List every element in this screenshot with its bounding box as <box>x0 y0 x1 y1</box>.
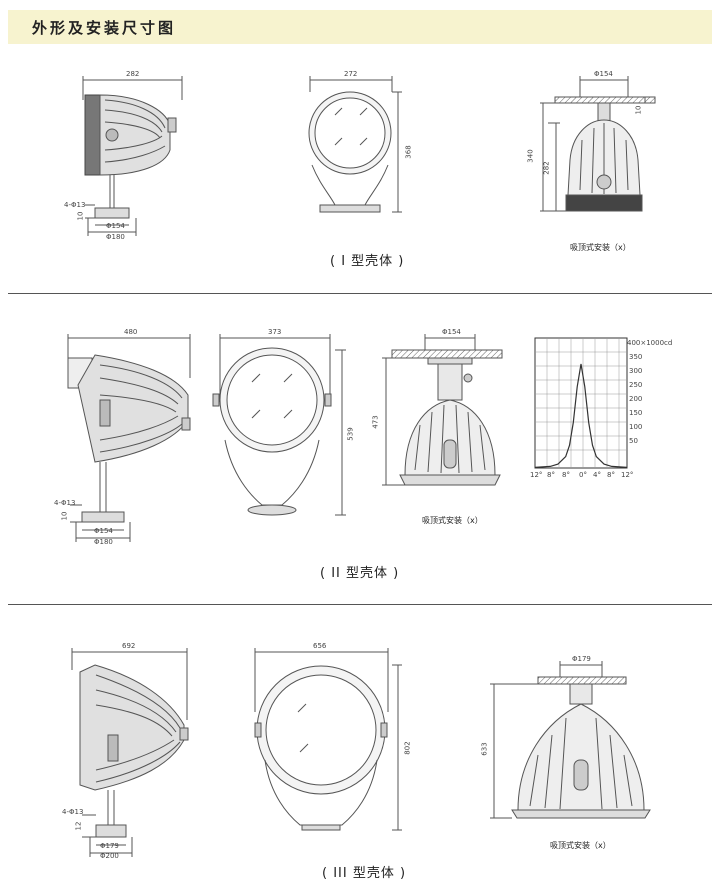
type1-side-base: Φ180 <box>106 233 125 241</box>
chart-unit-label: 400×1000cd <box>627 339 673 347</box>
type3-ceiling-view <box>490 661 651 819</box>
type3-front-view <box>254 648 402 831</box>
type1-ceiling-total: 340 <box>526 149 535 163</box>
chart-y-tick: 200 <box>629 395 643 403</box>
section-divider-1 <box>8 293 712 294</box>
type1-front-width: 272 <box>344 70 358 78</box>
chart-x-tick: 4° <box>593 471 601 479</box>
type1-caption: ( I 型壳体 ) <box>330 254 405 269</box>
type2-caption: ( II 型壳体 ) <box>320 566 400 581</box>
type1-side-plate: 10 <box>76 211 85 221</box>
type2-side-plate: 10 <box>60 511 69 521</box>
type3-ceiling-label: 吸顶式安装（x） <box>550 841 611 850</box>
type2-ceiling-label: 吸顶式安装（x） <box>422 516 483 525</box>
type3-ceiling-flange: Φ179 <box>572 655 591 663</box>
type3-side-bolt-span: Φ179 <box>100 842 119 850</box>
type3-front-width: 656 <box>313 642 327 650</box>
type1-side-bolt: 4-Φ13 <box>64 201 86 209</box>
type1-side-bolt-span: Φ154 <box>106 222 125 230</box>
type2-side-base: Φ180 <box>94 538 113 546</box>
chart-y-tick: 50 <box>629 437 638 445</box>
type1-front-view <box>308 76 402 213</box>
type2-front-height: 539 <box>346 427 355 441</box>
type2-ceiling-total: 473 <box>371 415 380 429</box>
chart-x-tick: 8° <box>547 471 555 479</box>
chart-x-tick: 12° <box>621 471 634 479</box>
type3-caption: ( III 型壳体 ) <box>322 866 407 881</box>
chart-x-tick: 8° <box>607 471 615 479</box>
type2-side-view <box>67 334 191 542</box>
chart-x-tick: 12° <box>530 471 543 479</box>
type3-front-height: 802 <box>403 741 412 755</box>
type2-photometric-grid <box>534 337 628 469</box>
type3-side-base: Φ200 <box>100 852 119 860</box>
type2-front-width: 373 <box>268 328 282 336</box>
header-bar: 外形及安装尺寸图 <box>8 10 712 44</box>
type2-ceiling-view <box>382 334 503 486</box>
chart-x-tick: 0° <box>579 471 587 479</box>
type3-side-bolt: 4-Φ13 <box>62 808 84 816</box>
type1-front-height: 368 <box>404 145 413 159</box>
type2-side-bolt: 4-Φ13 <box>54 499 76 507</box>
type3-side-width: 692 <box>122 642 136 650</box>
chart-x-tick: 8° <box>562 471 570 479</box>
type2-front-view <box>212 334 346 516</box>
type3-side-view <box>71 648 189 857</box>
type1-side-width: 282 <box>126 70 140 78</box>
type2-side-bolt-span: Φ154 <box>94 527 113 535</box>
chart-y-tick: 100 <box>629 423 643 431</box>
type2-side-width: 480 <box>124 328 138 336</box>
type1-ceiling-plate: 10 <box>634 105 643 115</box>
section-divider-2 <box>8 604 712 605</box>
type3-side-plate: 12 <box>74 821 83 831</box>
chart-y-tick: 250 <box>629 381 643 389</box>
type1-ceiling-body: 282 <box>542 161 551 175</box>
chart-y-tick: 350 <box>629 353 643 361</box>
type1-ceiling-label: 吸顶式安装（x） <box>570 243 631 252</box>
type1-side-view <box>82 76 183 236</box>
type1-ceiling-view <box>540 76 656 212</box>
photometric-curve <box>534 363 628 468</box>
type3-ceiling-total: 633 <box>480 742 489 756</box>
chart-y-tick: 150 <box>629 409 643 417</box>
page-title: 外形及安装尺寸图 <box>32 19 177 37</box>
chart-y-tick: 300 <box>629 367 643 375</box>
type2-ceiling-flange: Φ154 <box>442 328 461 336</box>
type1-ceiling-flange: Φ154 <box>594 70 613 78</box>
